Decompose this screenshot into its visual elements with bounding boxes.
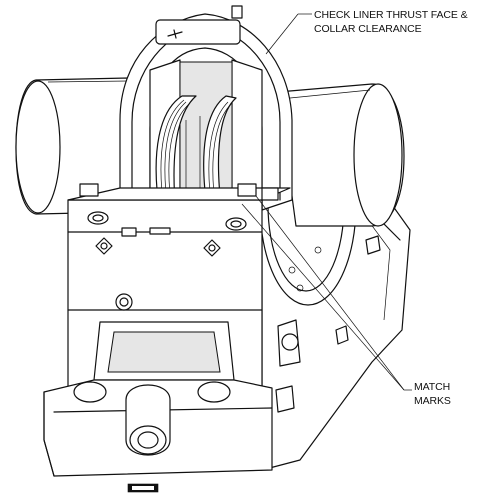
match-mark-tabs	[79, 183, 279, 201]
housing-foot	[43, 379, 273, 493]
thrust-collar	[155, 95, 237, 216]
thrust-face-label-line2: COLLAR CLEARANCE	[314, 23, 422, 35]
match-marks-label-line1: MATCH	[414, 381, 450, 393]
thrust-face-label-line1: CHECK LINER THRUST FACE &	[314, 9, 468, 21]
left-shaft	[15, 77, 129, 215]
right-shaft	[277, 83, 405, 227]
match-marks-label-line2: MARKS	[414, 395, 451, 407]
leader-lines	[241, 13, 412, 391]
side-fittings	[275, 235, 381, 413]
